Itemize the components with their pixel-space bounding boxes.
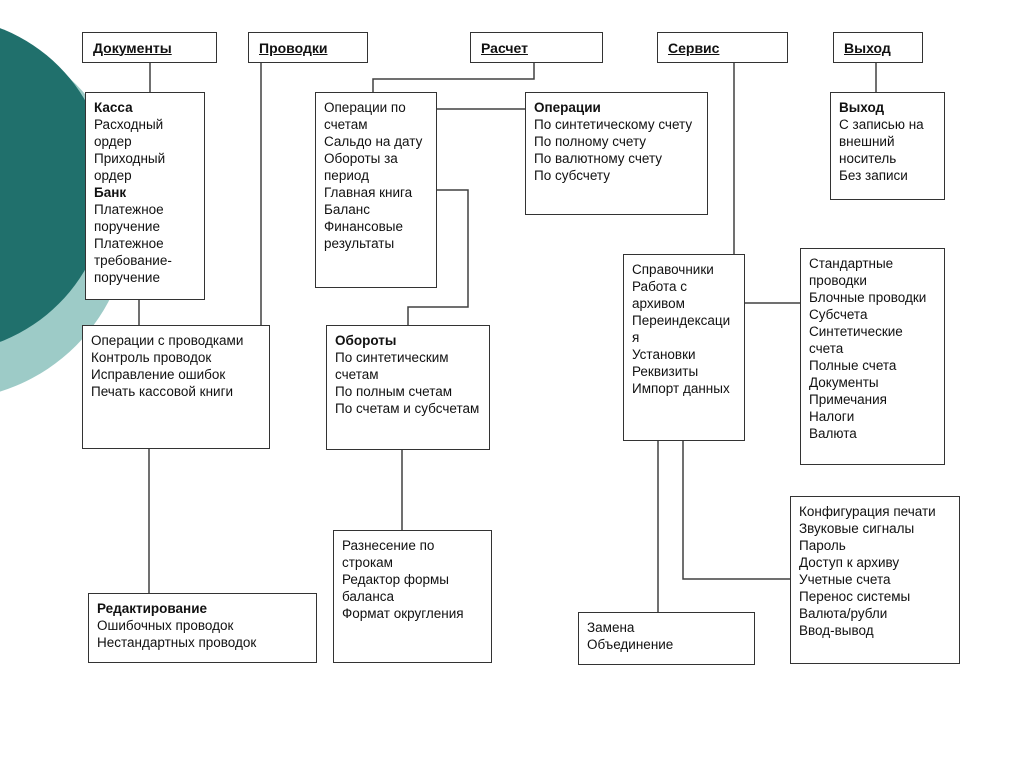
node-line: Учетные счета: [799, 572, 891, 587]
node-line: Печать кассовой книги: [91, 384, 234, 399]
node-line: Ввод-вывод: [799, 623, 874, 638]
node-line: Контроль проводок: [91, 350, 212, 365]
node-line: Платежное требование-поручение: [94, 236, 172, 285]
node-line: Операции: [534, 100, 601, 115]
node-line: Справочники: [632, 262, 714, 277]
node-line: Главная книга: [324, 185, 413, 200]
node-line: Субсчета: [809, 307, 868, 322]
node-line: С записью на внешний носитель: [839, 117, 924, 166]
node-operations: Операции По синтетическому счету По полн…: [525, 92, 708, 215]
node-line: Операции с проводками: [91, 333, 244, 348]
node-line: Установки: [632, 347, 696, 362]
connector-calculation-accounts: [372, 63, 535, 92]
node-line: По полным счетам: [335, 384, 453, 399]
menu-postings-label: Проводки: [259, 39, 328, 56]
menu-documents-label: Документы: [93, 39, 172, 56]
node-line: По полному счету: [534, 134, 647, 149]
node-line: Формат округления: [342, 606, 464, 621]
node-line: Сальдо на дату: [324, 134, 423, 149]
node-line: Конфигурация печати: [799, 504, 936, 519]
node-line: Баланс: [324, 202, 370, 217]
menu-service-label: Сервис: [668, 39, 720, 56]
menu-exit-label: Выход: [844, 39, 891, 56]
node-line: Валюта/рубли: [799, 606, 888, 621]
menu-calculation-label: Расчет: [481, 39, 528, 56]
menu-postings: Проводки: [248, 32, 368, 63]
node-line: Касса: [94, 100, 133, 115]
node-line: Финансовые результаты: [324, 219, 404, 251]
node-line: Редактор формы баланса: [342, 572, 449, 604]
node-line: Блочные проводки: [809, 290, 927, 305]
node-line: Без записи: [839, 168, 908, 183]
node-directories: Справочники Работа с архивом Переиндекса…: [623, 254, 745, 441]
node-line: По синтетическим счетам: [335, 350, 449, 382]
node-line: Налоги: [809, 409, 855, 424]
node-line: Реквизиты: [632, 364, 699, 379]
connector-accounts-turnovers: [407, 189, 469, 325]
node-line: Синтетические счета: [809, 324, 903, 356]
node-line: Платежное поручение: [94, 202, 164, 234]
node-line: Разнесение по строкам: [342, 538, 435, 570]
node-line: Операции по счетам: [324, 100, 406, 132]
node-exit-options: Выход С записью на внешний носитель Без …: [830, 92, 945, 200]
node-line: Стандартные проводки: [809, 256, 894, 288]
node-kassa-bank: Касса Расходный ордер Приходный ордер Ба…: [85, 92, 205, 300]
node-line: По валютному счету: [534, 151, 663, 166]
node-line: Импорт данных: [632, 381, 730, 396]
node-line: Банк: [94, 185, 127, 200]
node-line: Документы: [809, 375, 879, 390]
node-line: Полные счета: [809, 358, 897, 373]
node-line-breakdown: Разнесение по строкам Редактор формы бал…: [333, 530, 492, 663]
node-posting-operations: Операции с проводками Контроль проводок …: [82, 325, 270, 449]
node-line: Пароль: [799, 538, 846, 553]
node-line: Замена: [587, 620, 635, 635]
node-line: Обороты за период: [324, 151, 398, 183]
node-line: Нестандартных проводок: [97, 635, 257, 650]
node-line: Объединение: [587, 637, 674, 652]
node-turnovers: Обороты По синтетическим счетам По полны…: [326, 325, 490, 450]
menu-service: Сервис: [657, 32, 788, 63]
node-line: По синтетическому счету: [534, 117, 693, 132]
node-standard-postings: Стандартные проводки Блочные проводки Су…: [800, 248, 945, 465]
node-replace-merge: Замена Объединение: [578, 612, 755, 665]
node-line: Обороты: [335, 333, 397, 348]
node-account-operations: Операции по счетам Сальдо на дату Оборот…: [315, 92, 437, 288]
node-line: Работа с архивом: [632, 279, 688, 311]
menu-documents: Документы: [82, 32, 217, 63]
node-editing: Редактирование Ошибочных проводок Нестан…: [88, 593, 317, 663]
node-line: По счетам и субсчетам: [335, 401, 480, 416]
node-line: Ошибочных проводок: [97, 618, 234, 633]
node-line: Примечания: [809, 392, 887, 407]
node-line: Исправление ошибок: [91, 367, 226, 382]
node-line: Перенос системы: [799, 589, 911, 604]
node-line: Выход: [839, 100, 885, 115]
node-line: Расходный ордер: [94, 117, 164, 149]
connector-directories-config: [682, 441, 790, 580]
node-line: Переиндексация: [632, 313, 731, 345]
node-line: По субсчету: [534, 168, 610, 183]
node-line: Приходный ордер: [94, 151, 166, 183]
menu-calculation: Расчет: [470, 32, 603, 63]
node-print-configuration: Конфигурация печати Звуковые сигналы Пар…: [790, 496, 960, 664]
connector-group: [138, 63, 877, 612]
node-line: Редактирование: [97, 601, 208, 616]
node-line: Звуковые сигналы: [799, 521, 915, 536]
menu-exit: Выход: [833, 32, 923, 63]
node-line: Доступ к архиву: [799, 555, 900, 570]
node-line: Валюта: [809, 426, 857, 441]
